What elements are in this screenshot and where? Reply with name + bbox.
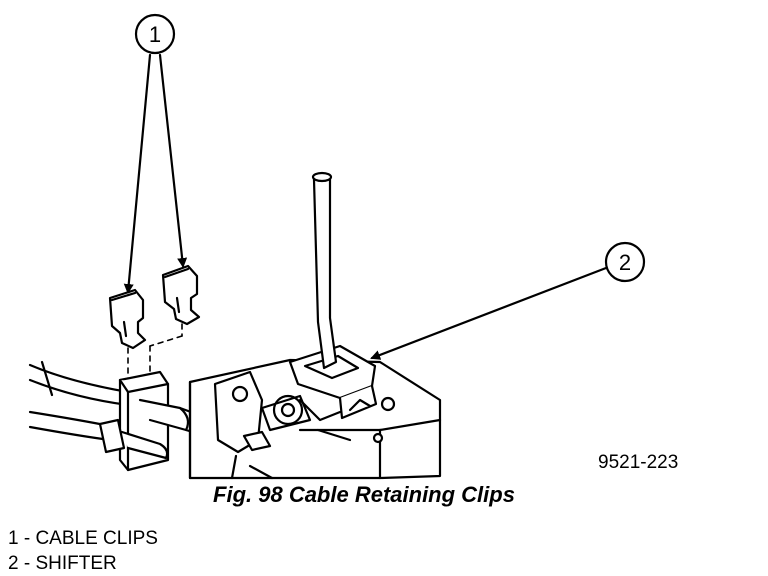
cable-clip-left <box>108 288 147 350</box>
callout-2-number: 2 <box>619 250 631 275</box>
callout-1 <box>123 13 188 294</box>
figure-caption-text: Fig. 98 Cable Retaining Clips <box>213 482 515 507</box>
pivot-bolt <box>260 394 312 432</box>
figure-caption: Fig. 98 Cable Retaining Clips <box>0 482 768 508</box>
pivot-plate <box>213 370 272 454</box>
legend-item: 1 - CABLE CLIPS <box>8 528 158 549</box>
legend-item: 2 - SHIFTER <box>8 553 117 574</box>
linkage-arms <box>230 398 352 480</box>
legend: 1 - CABLE CLIPS 2 - SHIFTER <box>8 526 158 576</box>
callout-2 <box>370 241 646 360</box>
shifter-gate <box>288 344 396 444</box>
reference-code: 9521-223 <box>598 452 679 473</box>
callout-1-number: 1 <box>149 22 161 47</box>
shifter-lever <box>311 171 338 370</box>
cable-clips-diagram: 1 2 <box>28 13 646 480</box>
cable-clip-right <box>161 264 201 326</box>
